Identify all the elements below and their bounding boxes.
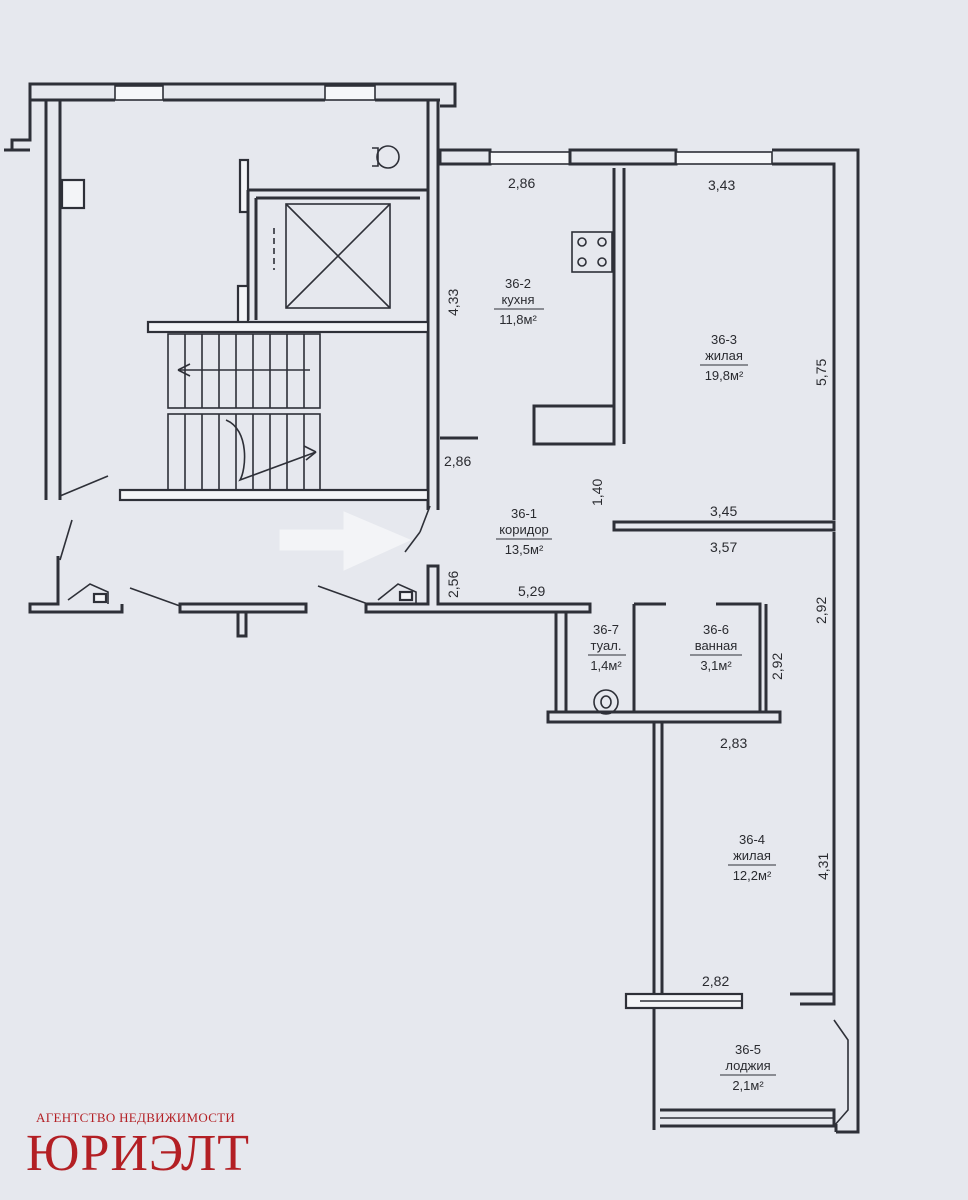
svg-text:36-1: 36-1 xyxy=(511,506,537,521)
stairwell-block xyxy=(4,82,457,553)
apartment-outer-walls xyxy=(438,148,860,1134)
entrance-arrow xyxy=(279,511,412,571)
svg-text:жилая: жилая xyxy=(705,348,743,363)
room-label-corridor: 36-1 коридор 13,5м² xyxy=(496,506,552,557)
room-label-living-1: 36-3 жилая 19,8м² xyxy=(700,332,748,383)
svg-text:3,1м²: 3,1м² xyxy=(700,658,732,673)
svg-text:36-2: 36-2 xyxy=(505,276,531,291)
room-label-bathroom: 36-6 ванная 3,1м² xyxy=(690,622,742,673)
entrance-walls xyxy=(28,519,592,638)
svg-text:12,2м²: 12,2м² xyxy=(733,868,772,883)
stairs xyxy=(167,333,321,491)
room-label-kitchen: 36-2 кухня 11,8м² xyxy=(494,276,544,327)
dim-room3-width: 3,43 xyxy=(708,177,735,193)
room-label-loggia: 36-5 лоджия 2,1м² xyxy=(720,1042,776,1093)
svg-text:36-7: 36-7 xyxy=(593,622,619,637)
svg-text:2,1м²: 2,1м² xyxy=(732,1078,764,1093)
dim-corridor-small: 2,56 xyxy=(445,571,461,598)
svg-text:коридор: коридор xyxy=(499,522,549,537)
dim-kitchen-width: 2,86 xyxy=(508,175,535,191)
svg-text:лоджия: лоджия xyxy=(725,1058,770,1073)
svg-text:ванная: ванная xyxy=(695,638,738,653)
svg-text:кухня: кухня xyxy=(501,292,534,307)
svg-text:жилая: жилая xyxy=(733,848,771,863)
svg-text:19,8м²: 19,8м² xyxy=(705,368,744,383)
dim-room4-height: 4,31 xyxy=(815,853,831,880)
svg-text:36-5: 36-5 xyxy=(735,1042,761,1057)
svg-text:36-4: 36-4 xyxy=(739,832,765,847)
agency-subtitle: АГЕНТСТВО НЕДВИЖИМОСТИ xyxy=(36,1110,236,1125)
dim-room3-partition: 3,45 xyxy=(710,503,737,519)
svg-text:13,5м²: 13,5м² xyxy=(505,542,544,557)
dim-corridor-length: 5,29 xyxy=(518,583,545,599)
dim-corridor-width: 3,57 xyxy=(710,539,737,555)
dim-bath-height: 2,92 xyxy=(769,653,785,680)
room-label-toilet: 36-7 туал. 1,4м² xyxy=(588,622,626,673)
agency-name: ЮРИЭЛТ xyxy=(26,1125,251,1182)
agency-logo: АГЕНТСТВО НЕДВИЖИМОСТИ ЮРИЭЛТ xyxy=(26,1110,296,1182)
dim-right-wall-mid: 2,92 xyxy=(813,597,829,624)
dim-room4-width: 2,83 xyxy=(720,735,747,751)
dim-loggia-width: 2,82 xyxy=(702,973,729,989)
svg-text:36-6: 36-6 xyxy=(703,622,729,637)
svg-text:36-3: 36-3 xyxy=(711,332,737,347)
dim-kitchen-height: 4,33 xyxy=(445,289,461,316)
dim-room3-height: 5,75 xyxy=(813,359,829,386)
svg-text:11,8м²: 11,8м² xyxy=(499,312,537,327)
svg-text:туал.: туал. xyxy=(591,638,622,653)
dim-corridor-vertical: 1,40 xyxy=(589,479,605,506)
svg-text:1,4м²: 1,4м² xyxy=(590,658,622,673)
room-label-living-2: 36-4 жилая 12,2м² xyxy=(728,832,776,883)
dim-kitchen-lower: 2,86 xyxy=(444,453,471,469)
